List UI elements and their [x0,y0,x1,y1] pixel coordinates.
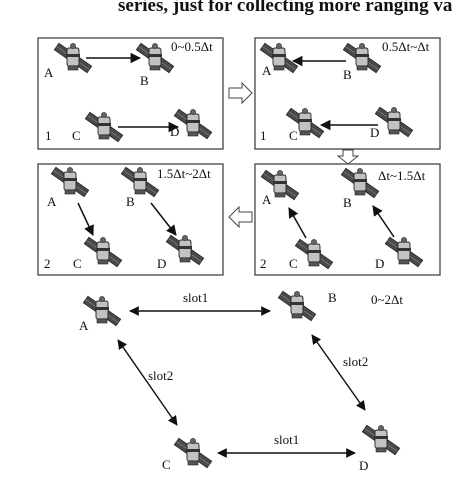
sat-label-C: C [72,128,81,143]
slot-label: slot1 [274,432,299,447]
step-label: 1 [45,128,52,143]
slot-label: slot2 [343,354,368,369]
panel-2: A B C D 0.5Δt~Δt 1 [254,37,441,150]
satellite-icon [277,290,317,322]
sat-label-B: B [343,67,352,82]
step-label: 2 [260,256,267,271]
sat-label-A: A [79,318,89,333]
sat-label-A: A [47,194,57,209]
sat-label-D: D [170,124,179,139]
link-arrow [372,205,395,238]
time-label: 1.5Δt~2Δt [157,166,211,181]
slot-label: slot1 [183,290,208,305]
sat-label-B: B [328,290,337,305]
time-label: Δt~1.5Δt [378,168,426,183]
caption-text: series, just for collecting more ranging… [118,0,453,16]
sat-label-D: D [157,256,166,271]
sat-label-D: D [359,458,368,473]
sat-label-A: A [262,63,272,78]
bottom-diagram: slot1 slot1 slot2 slot2 A B C D 0~2Δt [79,290,403,473]
panel-3: A B C D Δt~1.5Δt 2 [254,163,441,276]
sat-label-A: A [44,65,54,80]
sat-label-D: D [370,125,379,140]
slot2-link [311,334,366,411]
panel-1: A B C D 0~0.5Δt 1 [37,37,224,150]
transition-arrow-right [228,81,253,105]
panel-4: A B C D 1.5Δt~2Δt 2 [37,163,224,276]
link-arrow [288,207,307,239]
slot2-link [117,339,178,426]
sat-label-C: C [289,128,298,143]
transition-arrow-down [336,149,360,165]
sat-label-C: C [289,256,298,271]
step-label: 1 [260,128,267,143]
time-label: 0~2Δt [371,292,403,307]
time-label: 0.5Δt~Δt [382,39,430,54]
satellite-icon [361,424,401,456]
satellite-icon [82,295,122,327]
satellite-icon [173,437,213,469]
sat-label-A: A [262,192,272,207]
sat-label-C: C [162,457,171,472]
time-label: 0~0.5Δt [171,39,213,54]
sat-label-D: D [375,256,384,271]
sat-label-C: C [73,256,82,271]
link-arrow [77,202,94,236]
sat-label-B: B [126,194,135,209]
step-label: 2 [44,256,51,271]
link-arrow [150,202,177,236]
sat-label-B: B [343,195,352,210]
sat-label-B: B [140,73,149,88]
transition-arrow-left [228,205,253,229]
slot-label: slot2 [148,368,173,383]
